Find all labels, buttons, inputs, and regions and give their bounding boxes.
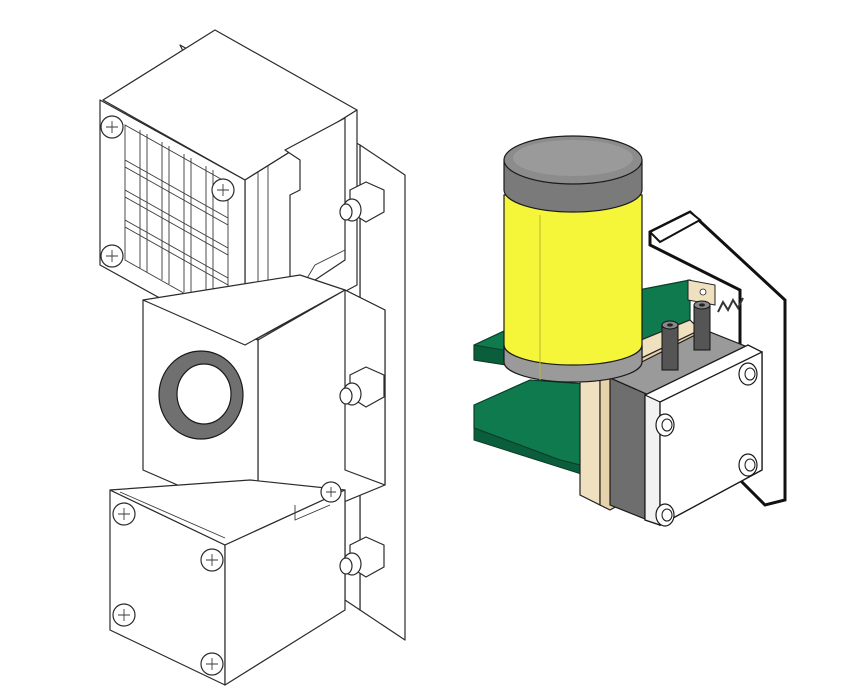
ring-seal xyxy=(158,350,244,440)
screw-icon xyxy=(200,652,224,676)
screw-icon xyxy=(100,244,124,268)
spring xyxy=(717,297,744,313)
left-assembly-line-drawing xyxy=(99,29,406,686)
bottom-module xyxy=(109,479,346,686)
screw-icon xyxy=(655,413,675,437)
screw-icon xyxy=(200,548,224,572)
hex-nut-fitting xyxy=(339,536,385,578)
right-assembly-colored xyxy=(473,135,787,527)
screw-icon xyxy=(320,481,342,503)
grille xyxy=(124,130,229,308)
terminal-tab xyxy=(687,279,716,306)
screw-icon xyxy=(112,603,136,627)
screw-icon xyxy=(100,115,124,139)
screw-icon xyxy=(112,502,136,526)
cylinder-component xyxy=(503,135,643,383)
screw-icon xyxy=(211,178,235,202)
middle-module xyxy=(142,274,386,521)
post xyxy=(693,300,711,351)
hex-nut-fitting xyxy=(339,181,385,223)
screw-icon xyxy=(738,362,758,386)
screw-icon xyxy=(738,453,758,477)
hex-nut-fitting xyxy=(339,366,385,408)
front-cover xyxy=(644,344,763,527)
post xyxy=(661,320,679,371)
screw-icon xyxy=(655,503,675,527)
